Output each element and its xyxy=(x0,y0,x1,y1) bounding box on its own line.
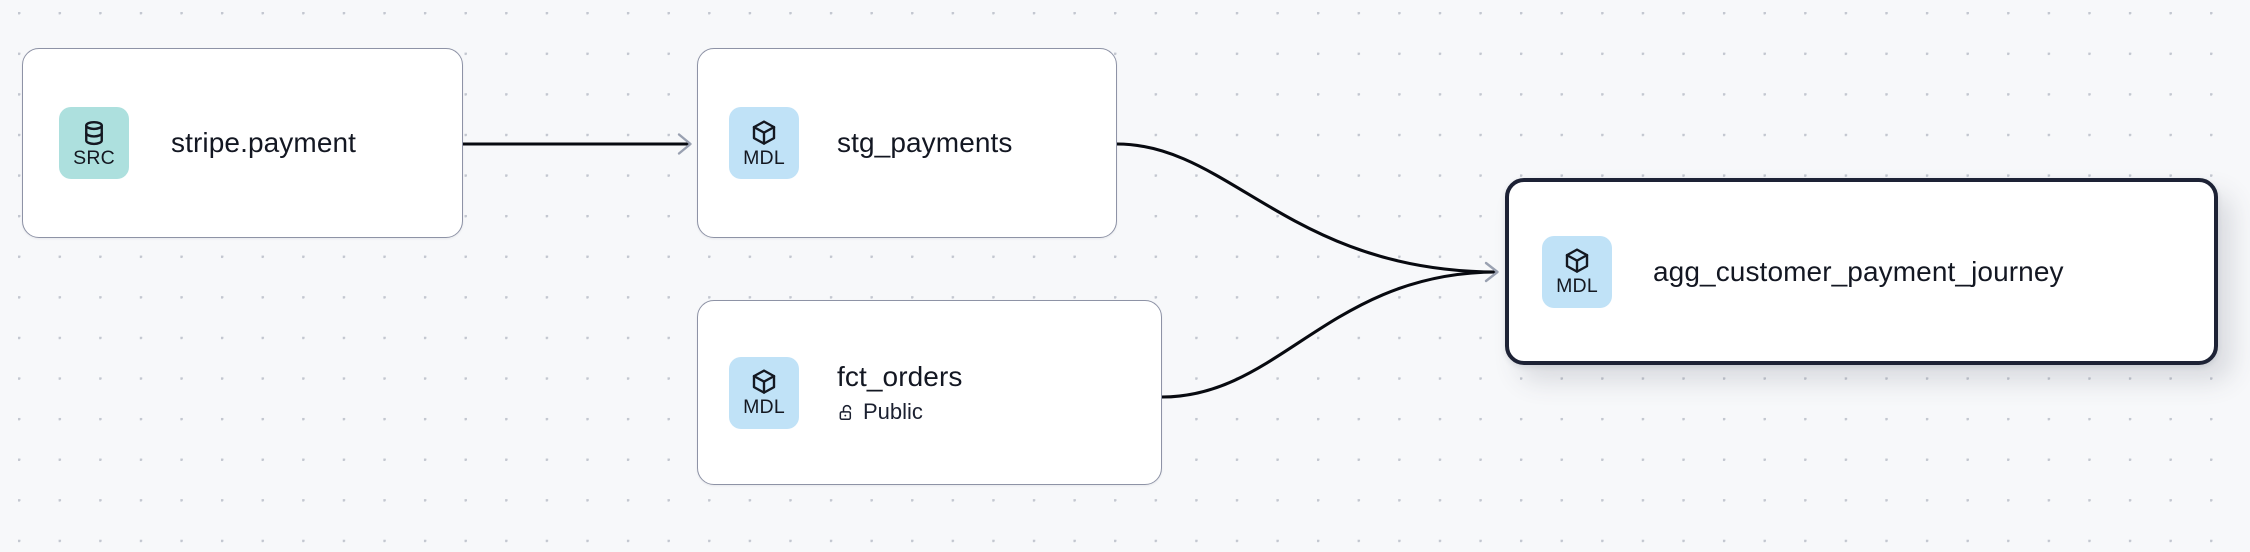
node-agg-customer-payment-journey[interactable]: MDL agg_customer_payment_journey xyxy=(1505,178,2218,365)
cube-icon xyxy=(749,118,779,148)
badge-label: SRC xyxy=(73,146,115,169)
cube-icon xyxy=(749,367,779,397)
node-stg-payments[interactable]: MDL stg_payments xyxy=(697,48,1117,238)
badge-label: MDL xyxy=(1556,275,1598,298)
node-fct-orders[interactable]: MDL fct_orders Public xyxy=(697,300,1162,485)
node-body: stripe.payment xyxy=(171,126,356,159)
badge-label: MDL xyxy=(743,146,785,169)
node-type-badge-mdl: MDL xyxy=(1542,235,1612,308)
node-title: agg_customer_payment_journey xyxy=(1653,255,2064,287)
edge-stripe-to-stg xyxy=(463,133,692,155)
edge-fct-to-agg xyxy=(1161,270,1498,399)
node-body: fct_orders Public xyxy=(837,360,963,424)
node-visibility: Public xyxy=(837,399,963,424)
node-title: fct_orders xyxy=(837,361,963,393)
node-title: stg_payments xyxy=(837,127,1013,159)
node-type-badge-mdl: MDL xyxy=(729,356,799,429)
unlock-icon xyxy=(837,403,856,422)
visibility-label: Public xyxy=(863,399,923,425)
node-body: agg_customer_payment_journey xyxy=(1653,255,2064,288)
cube-icon xyxy=(1562,246,1592,276)
node-stripe-payment[interactable]: SRC stripe.payment xyxy=(22,48,463,238)
node-title: stripe.payment xyxy=(171,127,357,159)
node-type-badge-mdl: MDL xyxy=(729,107,799,179)
node-body: stg_payments xyxy=(837,126,1013,159)
database-icon xyxy=(79,118,109,148)
badge-label: MDL xyxy=(743,396,785,419)
edge-arrowhead-agg xyxy=(1484,261,1499,283)
node-type-badge-src: SRC xyxy=(59,107,129,179)
edge-stg-to-agg xyxy=(1116,142,1498,274)
